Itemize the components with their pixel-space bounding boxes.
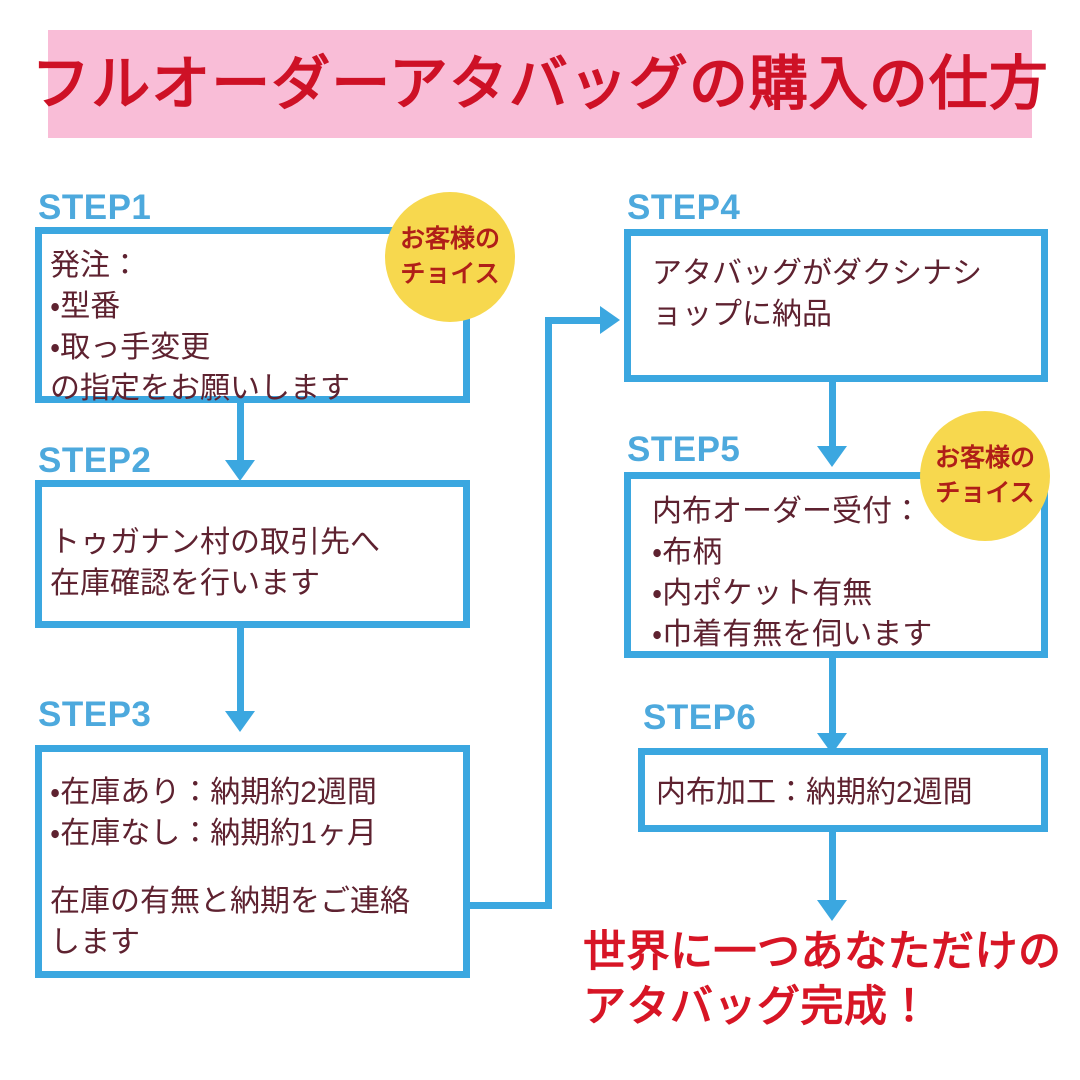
step-box-6 bbox=[638, 748, 1048, 832]
badge-line-2: チョイス bbox=[935, 479, 1035, 507]
arrow-head-step2-step3-icon bbox=[225, 711, 255, 732]
arrow-head-step6-final-icon bbox=[817, 900, 847, 921]
step-box-4 bbox=[624, 229, 1048, 382]
connector-step4-step5 bbox=[829, 382, 836, 450]
badge-line-2: チョイス bbox=[400, 260, 500, 288]
connector-step3-step4-horizontal-lower bbox=[470, 902, 552, 909]
step-label-1: STEP1 bbox=[38, 188, 152, 227]
connector-step3-step4-horizontal-upper bbox=[545, 317, 605, 324]
badge-line-1: お客様の bbox=[399, 224, 500, 253]
step-label-2: STEP2 bbox=[38, 441, 152, 480]
customer-choice-badge-step1: お客様の チョイス bbox=[385, 192, 515, 322]
final-message: 世界に一つあなただけの アタバッグ完成！ bbox=[583, 928, 1062, 1032]
step-body-3b: 在庫の有無と納期をご連絡 します bbox=[50, 885, 410, 960]
step-label-5: STEP5 bbox=[627, 430, 741, 469]
step-label-4: STEP4 bbox=[627, 188, 741, 227]
arrow-head-step3-step4-icon bbox=[600, 306, 620, 334]
step-label-6: STEP6 bbox=[643, 698, 757, 737]
page-title: フルオーダーアタバッグの購入の仕方 bbox=[31, 50, 1049, 117]
customer-choice-badge-step5: お客様の チョイス bbox=[920, 411, 1050, 541]
step-body-4: アタバッグがダクシナシ ョップに納品 bbox=[652, 257, 982, 332]
step-body-1: 発注： ・型番 ・取っ手変更 の指定をお願いします bbox=[50, 249, 350, 406]
step-label-3: STEP3 bbox=[38, 695, 152, 734]
step-body-6: 内布加工：納期約2週間 bbox=[656, 776, 973, 809]
step-box-2 bbox=[35, 480, 470, 628]
connector-step3-step4-vertical bbox=[545, 317, 552, 909]
arrow-head-step4-step5-icon bbox=[817, 446, 847, 467]
connector-step5-step6 bbox=[829, 658, 836, 738]
connector-step2-step3 bbox=[237, 628, 244, 716]
badge-line-1: お客様の bbox=[934, 443, 1035, 472]
connector-step6-final bbox=[829, 832, 836, 905]
step-box-3 bbox=[35, 745, 470, 978]
connector-step1-step2 bbox=[237, 403, 244, 465]
step-body-2: トゥガナン村の取引先へ 在庫確認を行います bbox=[50, 526, 380, 601]
arrow-head-step1-step2-icon bbox=[225, 460, 255, 481]
step-body-5: 内布オーダー受付： ・布柄 ・内ポケット有無 ・巾着有無を伺います bbox=[652, 495, 933, 652]
step-body-3a: ・在庫あり：納期約2週間 ・在庫なし：納期約1ヶ月 bbox=[50, 776, 377, 851]
title-banner: フルオーダーアタバッグの購入の仕方 bbox=[31, 30, 1048, 138]
